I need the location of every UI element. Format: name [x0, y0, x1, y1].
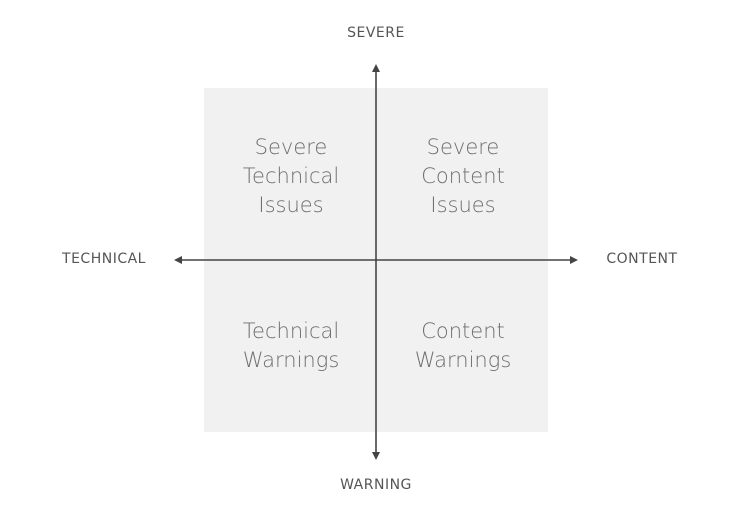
axis-label-severe: SEVERE: [347, 25, 405, 41]
quadrant-content-warnings: Content Warnings: [414, 319, 512, 372]
axis-label-warning: WARNING: [340, 477, 412, 493]
axis-label-technical: TECHNICAL: [62, 251, 146, 267]
quadrant-technical-warnings: Technical Warnings: [242, 319, 340, 372]
quadrant-severe-technical-issues: Severe Technical Issues: [242, 135, 340, 217]
axis-label-content: CONTENT: [606, 251, 678, 267]
quadrant-severe-content-issues: Severe Content Issues: [421, 135, 505, 217]
